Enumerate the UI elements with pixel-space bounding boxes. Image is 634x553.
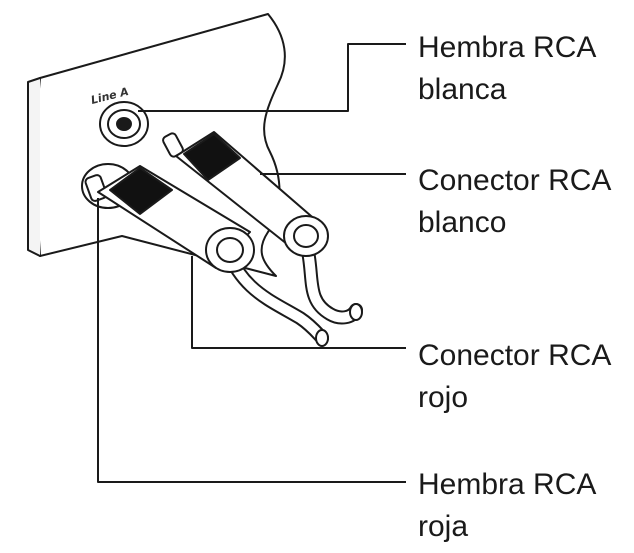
white-rca-jack	[99, 101, 149, 147]
label-line-1: Conector RCA	[418, 164, 612, 197]
label-line-2: blanca	[418, 73, 507, 106]
label-line-2: roja	[418, 510, 469, 543]
label-red-rca-plug: Conector RCA rojo	[418, 335, 611, 419]
leader-hembra-blanca	[138, 43, 406, 112]
leader-conector-rojo	[191, 256, 406, 349]
label-line-1: Hembra RCA	[418, 468, 597, 501]
panel-edge	[27, 77, 41, 257]
label-line-1: Hembra RCA	[418, 31, 597, 64]
label-line-2: rojo	[418, 381, 469, 414]
label-line-2: blanco	[418, 206, 507, 239]
white-plug-band	[183, 133, 241, 181]
label-white-rca-jack: Hembra RCA blanca	[418, 27, 596, 111]
label-line-1: Conector RCA	[418, 339, 612, 372]
leader-hembra-roja	[97, 198, 406, 483]
white-rca-plug	[162, 131, 329, 257]
cables	[217, 225, 363, 347]
leader-lines	[97, 43, 406, 483]
red-rca-plug	[84, 165, 255, 273]
label-red-rca-jack: Hembra RCA roja	[418, 464, 596, 548]
label-white-rca-plug: Conector RCA blanco	[418, 160, 611, 244]
red-plug-band	[109, 167, 173, 215]
